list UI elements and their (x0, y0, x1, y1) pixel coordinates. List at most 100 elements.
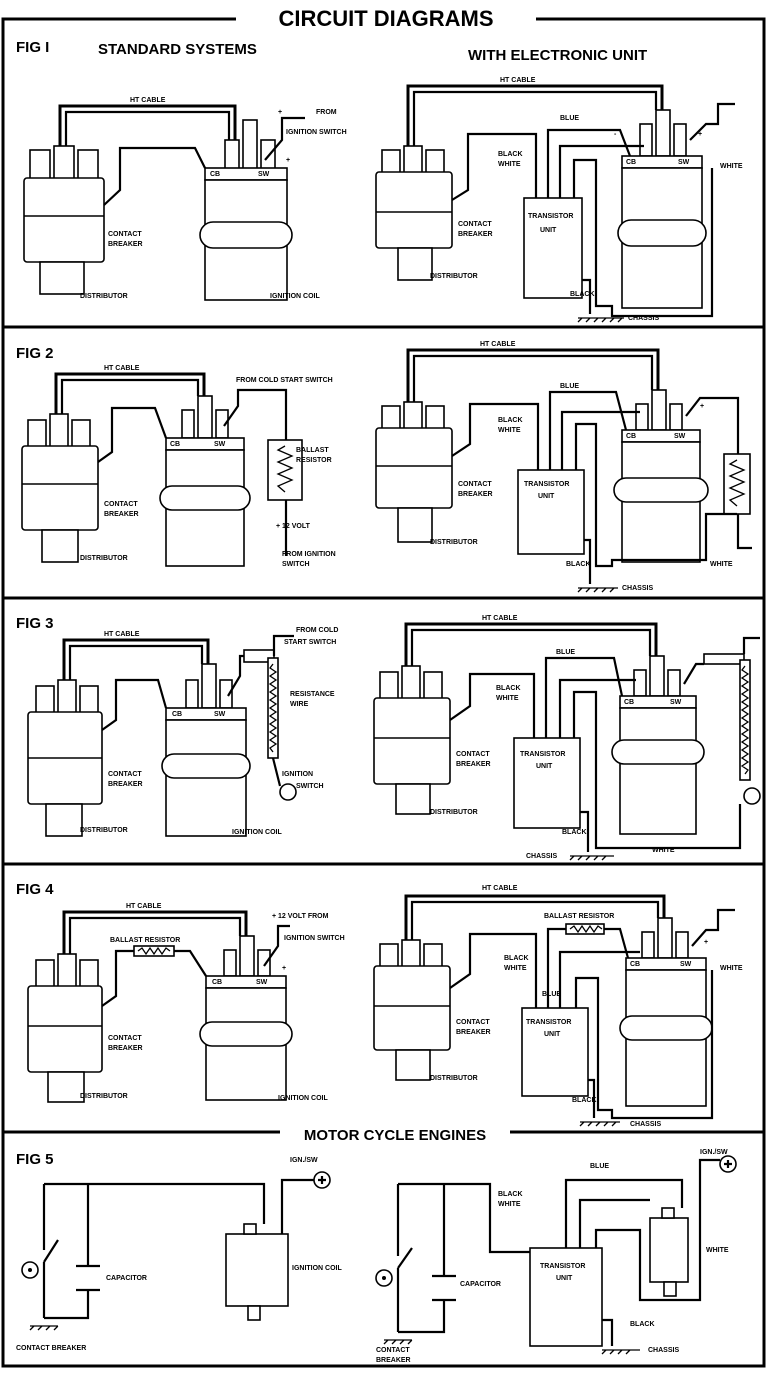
resistance-wire-symbol (703, 653, 761, 805)
resistance-wire-symbol (243, 649, 297, 801)
distributor-symbol (23, 145, 105, 295)
ht-cable-label: HT CABLE (500, 77, 536, 84)
polarity-mark: - (614, 131, 617, 138)
contact-label: CONTACT (104, 501, 138, 508)
cb-label: CB (626, 433, 636, 440)
white-label: WHITE (706, 1247, 729, 1254)
ignition-coil-symbol (225, 1223, 289, 1321)
white-label: WHITE (504, 965, 527, 972)
contact-label: CONTACT (108, 771, 142, 778)
ignition-label: IGNITION (282, 771, 313, 778)
black-label: BLACK (504, 955, 529, 962)
sw-label: SW (258, 171, 270, 178)
chassis-label: CHASSIS (526, 853, 557, 860)
ballast-resistor-symbol (723, 453, 751, 515)
page-title: CIRCUIT DIAGRAMS (278, 6, 493, 31)
ignition-coil-symbol (649, 1207, 689, 1297)
sw-label: SW (670, 699, 682, 706)
distributor-symbol (27, 953, 103, 1103)
plus-12-volt-label: + 12 VOLT (276, 523, 311, 530)
blue-label: BLUE (556, 649, 575, 656)
fig-4-label: FIG 4 (16, 881, 54, 898)
sw-label: SW (678, 159, 690, 166)
sw-label: SW (680, 961, 692, 968)
black-label: BLACK (498, 151, 523, 158)
switch-label: SWITCH (296, 783, 324, 790)
ht-cable-label: HT CABLE (126, 903, 162, 910)
ballast-resistor-label: BALLAST RESISTOR (110, 937, 180, 944)
fig5-motorcycle-standard-diagram: IGN./SW IGNITION COIL CAPACITOR CONTACT … (16, 1157, 343, 1352)
wire-label: WIRE (290, 701, 309, 708)
white-label: WHITE (652, 847, 675, 854)
contact-label: CONTACT (456, 1019, 490, 1026)
ht-cable-label: HT CABLE (482, 885, 518, 892)
black-label: BLACK (562, 829, 587, 836)
transistor-label: TRANSISTOR (526, 1019, 571, 1026)
ignition-coil-label: IGNITION COIL (232, 829, 283, 836)
ignition-coil-symbol (617, 109, 707, 309)
cb-label: CB (626, 159, 636, 166)
ht-cable-label: HT CABLE (482, 615, 518, 622)
white-label: WHITE (720, 163, 743, 170)
resistor-label: RESISTOR (296, 457, 332, 464)
heading-motorcycle-engines: MOTOR CYCLE ENGINES (304, 1127, 486, 1144)
contact-breaker-label: CONTACT BREAKER (16, 1345, 86, 1352)
black-label: BLACK (498, 417, 523, 424)
transistor-label: TRANSISTOR (524, 481, 569, 488)
fig-5-label: FIG 5 (16, 1151, 54, 1168)
blue-label: BLUE (560, 115, 579, 122)
sw-label: SW (214, 441, 226, 448)
unit-label: UNIT (544, 1031, 561, 1038)
polarity-mark: + (698, 131, 702, 138)
ignition-coil-symbol (613, 389, 709, 563)
distributor-symbol (375, 145, 453, 281)
white-label: WHITE (498, 161, 521, 168)
white-label: WHITE (720, 965, 743, 972)
contact-label: CONTACT (458, 481, 492, 488)
contact-breaker-symbol (21, 1261, 39, 1279)
contact-label: CONTACT (376, 1347, 410, 1354)
distributor-label: DISTRIBUTOR (430, 539, 478, 546)
transistor-unit-box (523, 197, 583, 299)
distributor-label: DISTRIBUTOR (80, 555, 128, 562)
distributor-symbol (21, 413, 99, 563)
fig-1-label: FIG I (16, 39, 49, 56)
plus-12-volt-from-label: + 12 VOLT FROM (272, 913, 329, 920)
ht-cable-label: HT CABLE (104, 365, 140, 372)
breaker-label: BREAKER (456, 761, 491, 768)
transistor-label: TRANSISTOR (540, 1263, 585, 1270)
cb-label: CB (212, 979, 222, 986)
capacitor-label: CAPACITOR (106, 1275, 147, 1282)
breaker-label: BREAKER (458, 491, 493, 498)
sw-label: SW (674, 433, 686, 440)
fig2-standard-diagram: HT CABLE FROM COLD START SWITCH CB SW BA… (21, 365, 336, 568)
fig4-electronic-diagram: HT CABLE BALLAST RESISTOR BLACK WHITE BL… (373, 885, 743, 1128)
ignition-coil-symbol (199, 119, 293, 301)
contact-label: CONTACT (108, 231, 142, 238)
fig2-electronic-diagram: HT CABLE BLUE BLACK WHITE + CB SW TRANSI… (375, 341, 752, 593)
from-cold-start-switch-label: FROM COLD START SWITCH (236, 377, 333, 384)
breaker-label: BREAKER (108, 241, 143, 248)
ht-cable-label: HT CABLE (104, 631, 140, 638)
transistor-label: TRANSISTOR (520, 751, 565, 758)
switch-label: SWITCH (282, 561, 310, 568)
ballast-label: BALLAST (296, 447, 329, 454)
fig5-motorcycle-electronic-diagram: IGN./SW BLUE BLACK WHITE WHITE TRANSISTO… (375, 1149, 737, 1364)
ign-sw-label: IGN./SW (700, 1149, 728, 1156)
fig1-electronic-diagram: HT CABLE BLUE BLACK WHITE + - CB SW WHIT… (375, 77, 743, 323)
fig-2-label: FIG 2 (16, 345, 54, 362)
cb-label: CB (210, 171, 220, 178)
sw-label: SW (256, 979, 268, 986)
unit-label: UNIT (536, 763, 553, 770)
distributor-label: DISTRIBUTOR (80, 293, 128, 300)
polarity-mark: + (286, 157, 290, 164)
ignition-coil-symbol (619, 917, 713, 1107)
white-label: WHITE (710, 561, 733, 568)
black-label: BLACK (498, 1191, 523, 1198)
cb-label: CB (624, 699, 634, 706)
ignition-coil-symbol (161, 663, 251, 837)
contact-label: CONTACT (108, 1035, 142, 1042)
ignition-coil-label: IGNITION COIL (278, 1095, 329, 1102)
ballast-resistor-label: BALLAST RESISTOR (544, 913, 614, 920)
